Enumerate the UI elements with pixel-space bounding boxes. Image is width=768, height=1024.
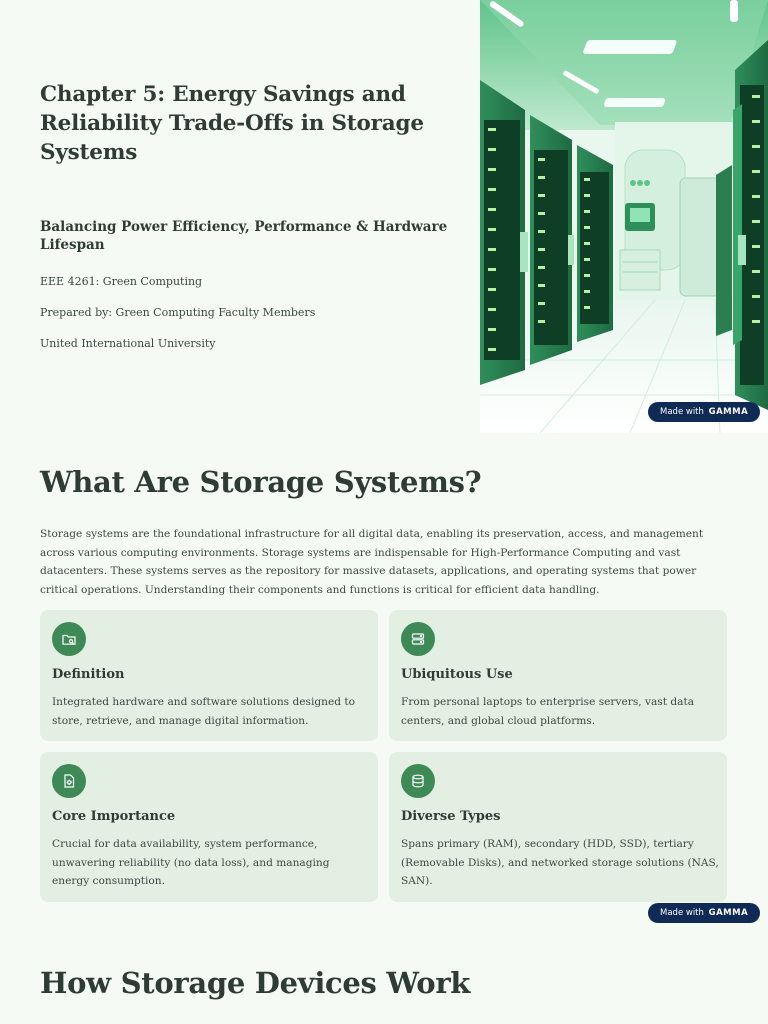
folder-icon [52,622,86,656]
card-title: Core Importance [52,809,176,824]
made-with-gamma-badge[interactable]: Made with GAMMA [648,903,761,923]
server-icon [401,622,435,656]
slide-subtitle: Balancing Power Efficiency, Performance … [40,219,448,253]
card-definition: Definition Integrated hardware and softw… [40,610,378,741]
database-icon [401,764,435,798]
section-title: What Are Storage Systems? [40,465,482,499]
storage-systems-slide: What Are Storage Systems? Storage system… [0,433,768,933]
card-text: Integrated hardware and software solutio… [52,696,356,727]
slide-title: Chapter 5: Energy Savings and Reliabilit… [40,82,424,165]
prepared-by: Prepared by: Green Computing Faculty Mem… [40,306,316,319]
card-title: Diverse Types [401,809,501,824]
card-ubiquitous-use: Ubiquitous Use From personal laptops to … [389,610,727,741]
intro-paragraph: Storage systems are the foundational inf… [40,528,704,597]
card-title: Ubiquitous Use [401,667,513,682]
card-text: Spans primary (RAM), secondary (HDD, SSD… [401,838,719,888]
badge-brand: GAMMA [708,908,749,918]
file-gear-icon [52,764,86,798]
next-slide-title: How Storage Devices Work [40,966,471,1000]
badge-prefix: Made with [660,908,704,918]
card-core-importance: Core Importance Crucial for data availab… [40,752,378,902]
made-with-gamma-badge[interactable]: Made with GAMMA [648,402,761,422]
title-slide: Chapter 5: Energy Savings and Reliabilit… [0,0,768,433]
institution: United International University [40,337,216,350]
card-text: From personal laptops to enterprise serv… [401,696,695,727]
card-title: Definition [52,667,125,682]
server-room-illustration [480,0,768,433]
card-text: Crucial for data availability, system pe… [52,838,330,888]
card-diverse-types: Diverse Types Spans primary (RAM), secon… [389,752,727,902]
badge-prefix: Made with [660,407,704,417]
badge-brand: GAMMA [708,407,749,417]
course-code: EEE 4261: Green Computing [40,275,203,288]
